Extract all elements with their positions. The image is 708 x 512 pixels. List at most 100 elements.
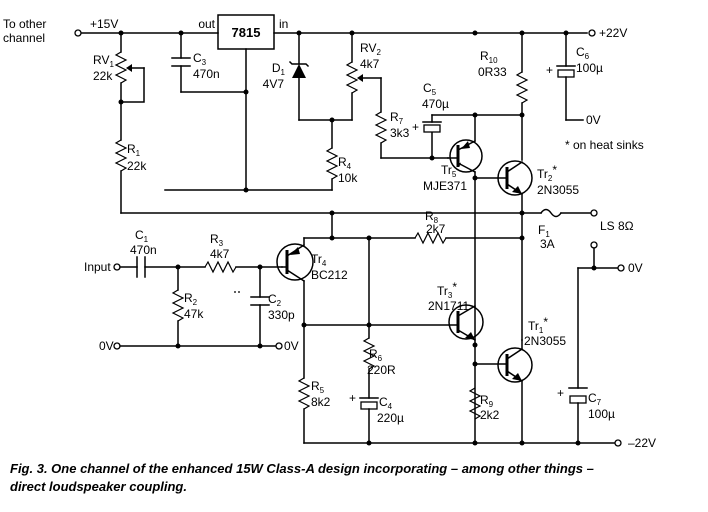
- rv2-ref: RV2: [360, 41, 381, 57]
- zero-right-label: 0V: [628, 261, 643, 275]
- r7-resistor: [374, 77, 449, 161]
- zero-left-label: 0V: [99, 339, 114, 353]
- to-other-channel-line2: channel: [3, 31, 45, 45]
- ls-return: [577, 241, 625, 389]
- c1-value: 470n: [130, 243, 157, 257]
- r2-value: 47k: [184, 307, 204, 321]
- tr5-value: MJE371: [423, 179, 467, 193]
- r5-value: 8k2: [311, 395, 331, 409]
- r1-ref: R1: [127, 142, 141, 158]
- r6-resistor: [362, 237, 376, 399]
- r9-resistor: [468, 387, 482, 420]
- tr1-ref: Tr1*: [528, 315, 548, 335]
- regulator-in-label: in: [279, 17, 288, 31]
- r10-value: 0R33: [478, 65, 507, 79]
- svg-text:+: +: [546, 63, 553, 77]
- r2-resistor: [171, 266, 185, 349]
- r2-ref: R2: [184, 291, 198, 307]
- tr3-ref: Tr3*: [437, 280, 457, 300]
- regulator-ground-bus: [164, 48, 333, 193]
- rv1-ref: RV1: [93, 53, 114, 69]
- r5-resistor: [297, 377, 311, 444]
- c1-ref: C1: [135, 228, 149, 244]
- r5-ref: R5: [311, 379, 325, 395]
- input-stage: [113, 256, 283, 278]
- c2-value: 330p: [268, 308, 295, 322]
- svg-text:+: +: [349, 391, 356, 405]
- tr3-transistor: [303, 304, 484, 348]
- zero-top-label: 0V: [586, 113, 601, 127]
- r9-ref: R9: [480, 393, 494, 409]
- c5-value: 470µ: [422, 97, 449, 111]
- r6-ref: R6: [369, 347, 383, 363]
- r1-resistor: [114, 101, 523, 214]
- zero-mid-label: 0V: [284, 339, 299, 353]
- rv1-value: 22k: [93, 69, 113, 83]
- d1-ref: D1: [272, 61, 286, 77]
- c7-ref: C7: [588, 391, 602, 407]
- f1-ref: F1: [538, 223, 550, 239]
- r8-value: 2k7: [426, 222, 446, 236]
- c3-capacitor: [171, 32, 249, 95]
- c4-capacitor: +: [349, 391, 379, 444]
- regulator-out-label: out: [198, 17, 215, 31]
- c3-ref: C3: [193, 51, 207, 67]
- c2-capacitor: [234, 266, 270, 349]
- r7-ref: R7: [390, 110, 404, 126]
- plus22-rail: [273, 29, 596, 37]
- tr4-value: BC212: [311, 268, 348, 282]
- r8-resistor: [414, 231, 525, 245]
- tr1-value: 2N3055: [524, 334, 566, 348]
- tr2-ref: Tr2*: [537, 163, 557, 183]
- plus15-label: +15V: [90, 17, 118, 31]
- c6-capacitor: +: [546, 32, 584, 121]
- c7-capacitor: +: [557, 386, 588, 444]
- r10-resistor: [515, 32, 529, 161]
- r4-ref: R4: [338, 155, 352, 171]
- tr1-transistor: [472, 339, 533, 444]
- c6-value: 100µ: [576, 61, 603, 75]
- plus22-label: +22V: [599, 26, 627, 40]
- r3-value: 4k7: [210, 247, 230, 261]
- caption-line1: Fig. 3. One channel of the enhanced 15W …: [10, 461, 594, 476]
- tr3-value: 2N1711: [428, 299, 469, 313]
- rv2-value: 4k7: [360, 57, 380, 71]
- r6-value: 220R: [367, 363, 396, 377]
- input-label: Input: [84, 260, 111, 274]
- rv1-preset: [114, 32, 145, 105]
- r4-resistor: [325, 119, 339, 191]
- tr5-ref: Tr5*: [441, 159, 461, 179]
- r8-ref: R8: [425, 209, 439, 225]
- c6-ref: C6: [576, 45, 590, 61]
- output-node-and-fuse: [519, 208, 598, 218]
- heatsink-note: * on heat sinks: [565, 138, 644, 152]
- r1-value: 22k: [127, 159, 147, 173]
- c5-capacitor: +: [412, 112, 525, 159]
- f1-value: 3A: [540, 237, 555, 251]
- caption-line2: direct loudspeaker coupling.: [10, 479, 187, 494]
- d1-value: 4V7: [263, 77, 285, 91]
- r10-ref: R10: [480, 49, 498, 65]
- d1-zener: [288, 32, 353, 123]
- tr2-transistor: [472, 160, 533, 341]
- minus22-rail: [303, 439, 622, 447]
- ls-label: LS 8Ω: [600, 219, 634, 233]
- r7-value: 3k3: [390, 126, 410, 140]
- tr4-ref: Tr4: [311, 252, 327, 268]
- r3-ref: R3: [210, 232, 224, 248]
- minus22-label: –22V: [628, 436, 656, 450]
- c5-ref: C5: [423, 81, 437, 97]
- c4-ref: C4: [379, 395, 393, 411]
- regulator-name: 7815: [232, 25, 261, 40]
- c2-ref: C2: [268, 292, 282, 308]
- svg-text:+: +: [557, 386, 564, 400]
- rv2-preset: [345, 32, 382, 121]
- r9-value: 2k2: [480, 408, 500, 422]
- to-other-channel-line1: To other: [3, 17, 46, 31]
- tr2-value: 2N3055: [537, 183, 579, 197]
- zero-mid-rail: [113, 342, 283, 350]
- c4-value: 220µ: [377, 411, 404, 425]
- c7-value: 100µ: [588, 407, 615, 421]
